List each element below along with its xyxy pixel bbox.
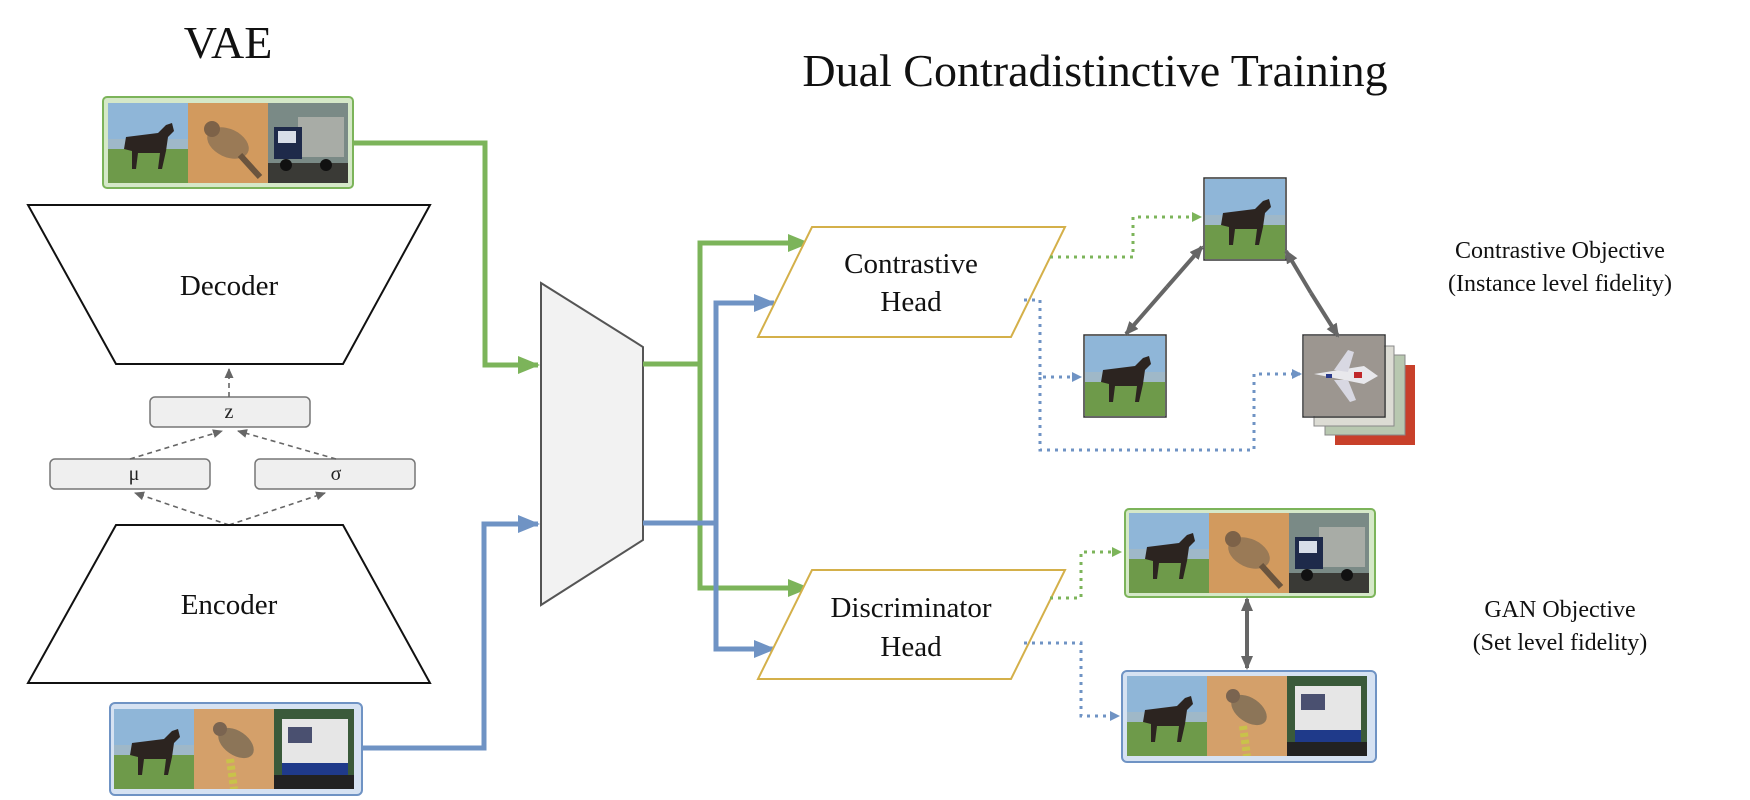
recon-image-strip-bottom	[109, 702, 363, 796]
contrastive-objective-line2: (Instance level fidelity)	[1448, 271, 1672, 297]
discriminator-head	[756, 569, 1067, 680]
contrastive-objective-line1: Contrastive Objective	[1455, 238, 1665, 264]
vae-dashed-arrows	[129, 368, 337, 526]
discriminator-dotted-links	[1024, 547, 1122, 721]
z-node	[149, 396, 311, 428]
anchor-real-image	[1203, 177, 1287, 261]
contrastive-head	[756, 226, 1067, 338]
recon-data-flow	[362, 294, 776, 751]
sigma-label: σ	[331, 463, 342, 485]
real-image-strip-gan	[1124, 508, 1376, 598]
contrastive-pair-arrows	[1124, 245, 1340, 338]
gan-objective-line2: (Set level fidelity)	[1473, 630, 1648, 656]
contrastive-head-line2: Head	[880, 286, 942, 318]
positive-recon-image	[1083, 334, 1167, 418]
mu-label: μ	[129, 463, 140, 485]
negative-image-stack	[1302, 334, 1415, 445]
encoder-label: Encoder	[181, 589, 278, 621]
contrastive-dotted-links	[1024, 212, 1302, 452]
encoder-block	[26, 524, 432, 684]
discriminator-head-line2: Head	[880, 631, 942, 663]
decoder-block	[26, 204, 432, 365]
main-title: Dual Contradistinctive Training	[802, 45, 1387, 96]
contrastive-head-line1: Contrastive	[844, 248, 978, 280]
discriminator-head-line1: Discriminator	[830, 592, 991, 624]
recon-image-strip-gan	[1121, 670, 1377, 763]
z-label: z	[225, 401, 234, 423]
shared-backbone	[540, 281, 644, 607]
gan-objective-line1: GAN Objective	[1484, 597, 1635, 623]
vae-title: VAE	[184, 17, 273, 68]
real-image-strip-top	[102, 96, 354, 189]
real-data-flow	[353, 140, 810, 597]
decoder-label: Decoder	[180, 270, 279, 302]
